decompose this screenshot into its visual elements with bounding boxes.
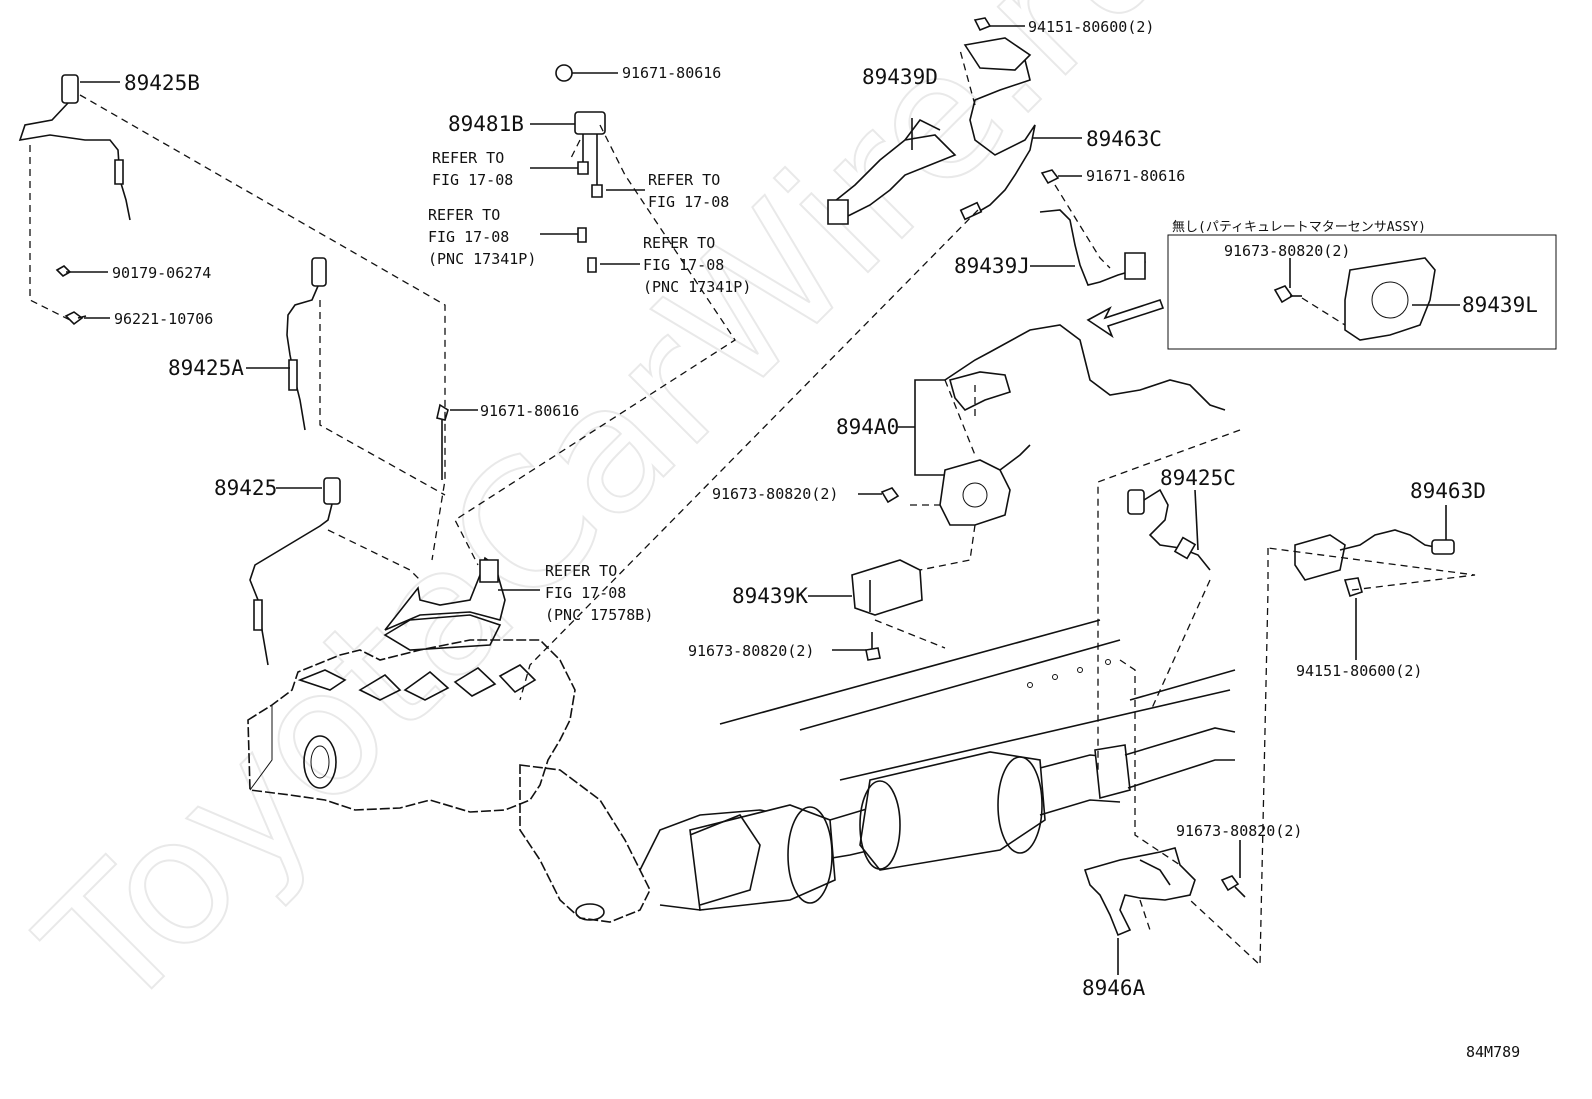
label-89439K: 89439K <box>732 584 808 608</box>
direction-arrow <box>1088 300 1163 336</box>
label-94151-80600-top: 94151-80600(2) <box>1028 18 1154 36</box>
label-91673-80820-c: 91673-80820(2) <box>1176 822 1302 840</box>
exhaust-temp-sensor-89425B <box>20 75 130 220</box>
refer-5-line2: FIG 17-08 <box>545 584 626 602</box>
refer-3-line3: (PNC 17341P) <box>428 250 536 268</box>
refer-1-line1: REFER TO <box>432 149 504 167</box>
label-94151-80600-right: 94151-80600(2) <box>1296 662 1422 680</box>
bracket-89439D <box>828 120 955 224</box>
refer-2-line1: REFER TO <box>648 171 720 189</box>
bolt-91673-lower <box>866 632 880 660</box>
bolt-96221 <box>66 312 86 324</box>
label-89439J: 89439J <box>954 254 1030 278</box>
bracket-89439J <box>1040 210 1145 285</box>
inset-panel <box>1168 235 1556 349</box>
part-labels: 89425B 90179-06274 96221-10706 89425A 89… <box>112 18 1538 1061</box>
label-89425: 89425 <box>214 476 277 500</box>
nox-sensor-89463D <box>1295 530 1454 596</box>
heat-shield-89439K <box>852 560 922 615</box>
label-leader-lines <box>66 26 1460 975</box>
inset-title: 無し(パティキュレートマターセンサASSY) <box>1172 220 1426 235</box>
bracket-8946A <box>1085 848 1195 935</box>
label-89425A: 89425A <box>168 356 244 380</box>
label-89463C: 89463C <box>1086 127 1162 151</box>
bolt-91671-right <box>1042 170 1058 183</box>
label-894A0: 894A0 <box>836 415 899 439</box>
refer-1-line2: FIG 17-08 <box>432 171 513 189</box>
label-91671-80616-top: 91671-80616 <box>622 64 721 82</box>
label-89439L: 89439L <box>1462 293 1538 317</box>
refer-3-line2: FIG 17-08 <box>428 228 509 246</box>
label-91673-80820-inset: 91673-80820(2) <box>1224 242 1350 260</box>
label-89439D: 89439D <box>862 65 938 89</box>
pressure-sensor-89481B <box>556 65 605 272</box>
label-8946A: 8946A <box>1082 976 1146 1000</box>
label-89463D: 89463D <box>1410 479 1486 503</box>
sensor-bracket <box>385 405 505 630</box>
label-91673-80820-a: 91673-80820(2) <box>712 485 838 503</box>
label-90179-06274: 90179-06274 <box>112 264 211 282</box>
exhaust-system <box>640 620 1235 910</box>
bolt-91673-left <box>882 488 898 502</box>
refer-4-line2: FIG 17-08 <box>643 256 724 274</box>
bolt-91673-8946A <box>1222 876 1245 897</box>
exhaust-temp-sensor-89425 <box>250 478 340 665</box>
nox-sensor-89463C <box>961 18 1035 219</box>
label-89425B: 89425B <box>124 71 200 95</box>
refer-3-line1: REFER TO <box>428 206 500 224</box>
dashed-leader-lines <box>30 50 1475 965</box>
watermark: ToyotaCarWire.ru <box>5 0 1213 1050</box>
refer-4-line1: REFER TO <box>643 234 715 252</box>
label-89481B: 89481B <box>448 112 524 136</box>
refer-2-line2: FIG 17-08 <box>648 193 729 211</box>
label-91673-80820-b: 91673-80820(2) <box>688 642 814 660</box>
label-91671-80616-center: 91671-80616 <box>480 402 579 420</box>
engine-block <box>248 615 650 922</box>
exhaust-temp-sensor-89425A <box>287 258 326 430</box>
exhaust-temp-sensor-89425C <box>1128 490 1210 570</box>
label-91671-80616-right: 91671-80616 <box>1086 167 1185 185</box>
refer-5-line3: (PNC 17578B) <box>545 606 653 624</box>
label-96221-10706: 96221-10706 <box>114 310 213 328</box>
figure-id: 84M789 <box>1466 1043 1520 1061</box>
refer-5-line1: REFER TO <box>545 562 617 580</box>
refer-4-line3: (PNC 17341P) <box>643 278 751 296</box>
sensor-harness-894A0 <box>940 325 1225 525</box>
nut-90179 <box>57 266 70 276</box>
label-89425C: 89425C <box>1160 466 1236 490</box>
